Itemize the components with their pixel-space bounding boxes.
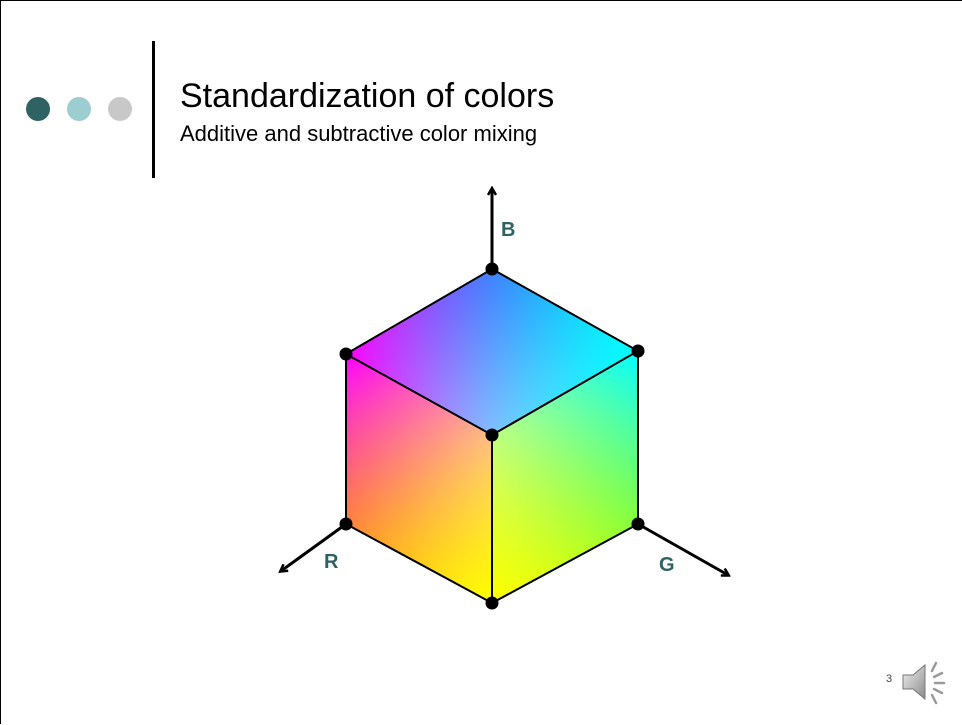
axis-red-arrow [281,522,347,571]
speaker-icon[interactable] [897,657,953,707]
axis-label-g: G [659,554,675,576]
axis-label-r: R [324,551,339,573]
slide-subtitle: Additive and subtractive color mixing [180,121,538,146]
vertex-white [485,428,499,442]
cube-vertices [339,262,645,610]
axis-label-b: B [501,219,515,241]
vertex-magenta [339,347,353,361]
vertex-yellow [485,596,499,610]
decor-dot-dark [26,97,50,121]
vertex-green [631,517,645,531]
page-number: 3 [886,673,893,685]
slide-title: Standardization of colors [180,77,555,115]
decor-dot-light [67,97,91,121]
decor-dot-gray [108,97,132,121]
vertex-red [339,517,353,531]
title-divider [152,41,155,178]
axis-green-arrow [637,522,728,575]
cube-face-left [346,354,492,603]
vertex-blue [485,262,499,276]
vertex-cyan [631,344,645,358]
